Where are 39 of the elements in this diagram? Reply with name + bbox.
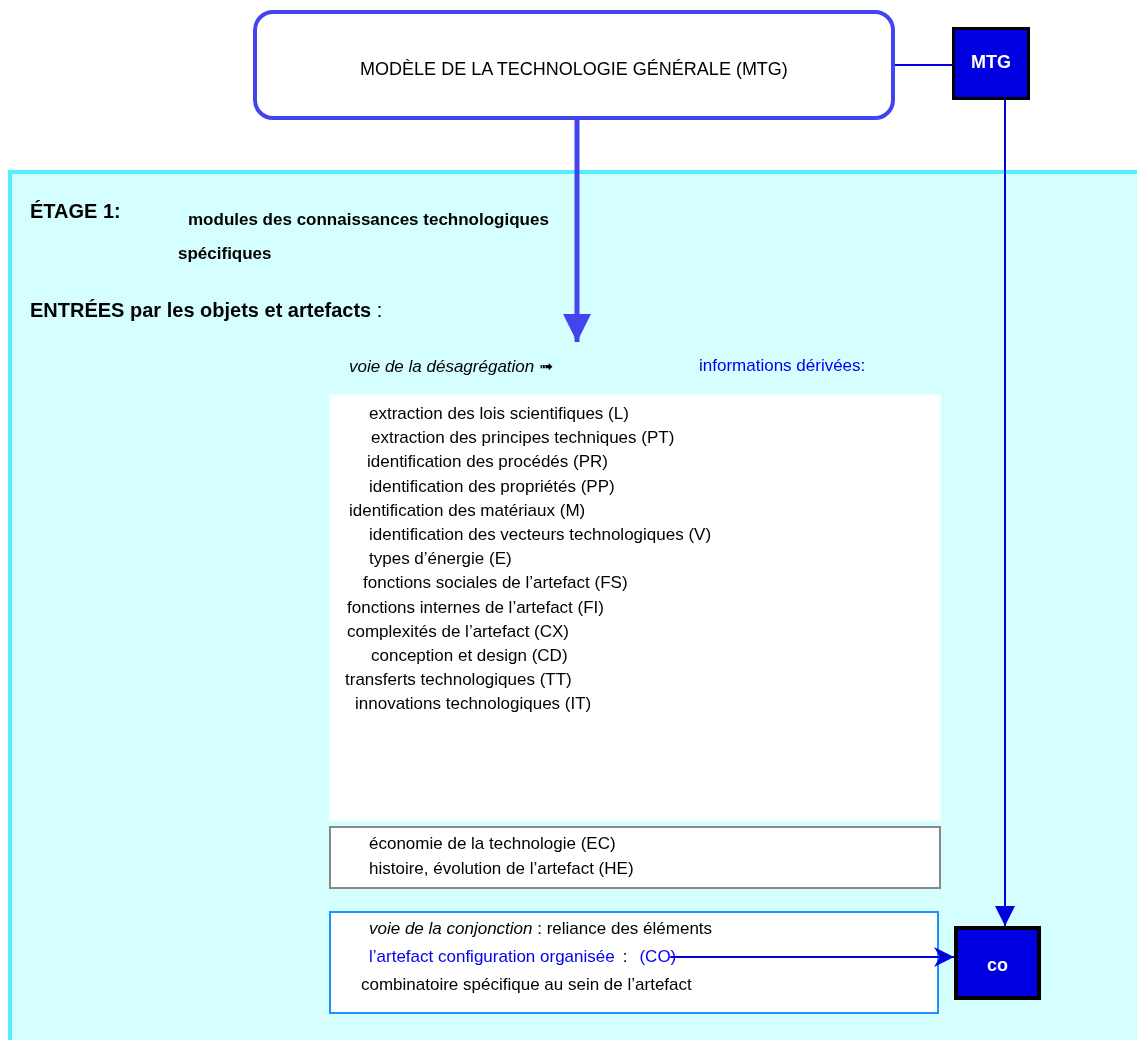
- list-item: économie de la technologie (EC): [369, 834, 616, 854]
- title-text: MODÈLE DE LA TECHNOLOGIE GÉNÉRALE (MTG): [359, 59, 789, 80]
- title-box: [253, 10, 895, 120]
- code-box: [952, 27, 1030, 100]
- list-box: [329, 394, 941, 821]
- list-item: fonctions internes de l’artefact (FI): [347, 597, 604, 618]
- list-item: extraction des lois scientifiques (L): [369, 404, 629, 424]
- code-box: [954, 926, 1041, 1000]
- list-item: extraction des principes techniques (PT): [371, 428, 675, 449]
- list-item: identification des matériaux (M): [349, 500, 586, 521]
- stage-heading: ÉTAGE 1:: [30, 200, 121, 223]
- connector-line: [894, 64, 953, 66]
- list-item: identification des propriétés (PP): [369, 476, 615, 497]
- list-item: types d’énergie (E): [369, 549, 512, 570]
- conjunction-text: voie de la conjonction : reliance des éléments: [369, 919, 713, 939]
- inputs-heading: ENTRÉES par les objets et artefacts :: [30, 298, 384, 323]
- code-reference: (CO): [639, 947, 677, 967]
- path-result: informations dérivées:: [699, 356, 866, 376]
- arrow: [563, 120, 591, 342]
- list-item: innovations technologiques (IT): [355, 694, 592, 715]
- path-label: voie de la désagrégation ➟: [349, 356, 553, 377]
- list-item: identification des procédés (PR): [367, 452, 608, 473]
- arrow: [995, 99, 1015, 927]
- code-label: co: [986, 955, 1009, 976]
- list-box: [329, 826, 941, 889]
- separator-colon: :: [622, 947, 628, 967]
- stage-subtitle: modules des connaissances technologiques spécifiques: [178, 209, 550, 265]
- arrow: [669, 947, 955, 967]
- conjunction-box: [329, 911, 939, 1014]
- stage-panel: [8, 170, 1137, 1040]
- conjunction-text: combinatoire spécifique au sein de l’artefact: [361, 975, 692, 995]
- list-item: identification des vecteurs technologiques (V): [369, 525, 712, 545]
- list-item: histoire, évolution de l’artefact (HE): [369, 859, 634, 879]
- list-item: transferts technologiques (TT): [345, 670, 572, 691]
- configuration-label: l’artefact configuration organisée: [369, 947, 615, 967]
- list-item: complexités de l’artefact (CX): [347, 621, 570, 642]
- code-label: MTG: [970, 52, 1012, 73]
- list-item: fonctions sociales de l’artefact (FS): [363, 573, 628, 594]
- list-item: conception et design (CD): [371, 646, 568, 666]
